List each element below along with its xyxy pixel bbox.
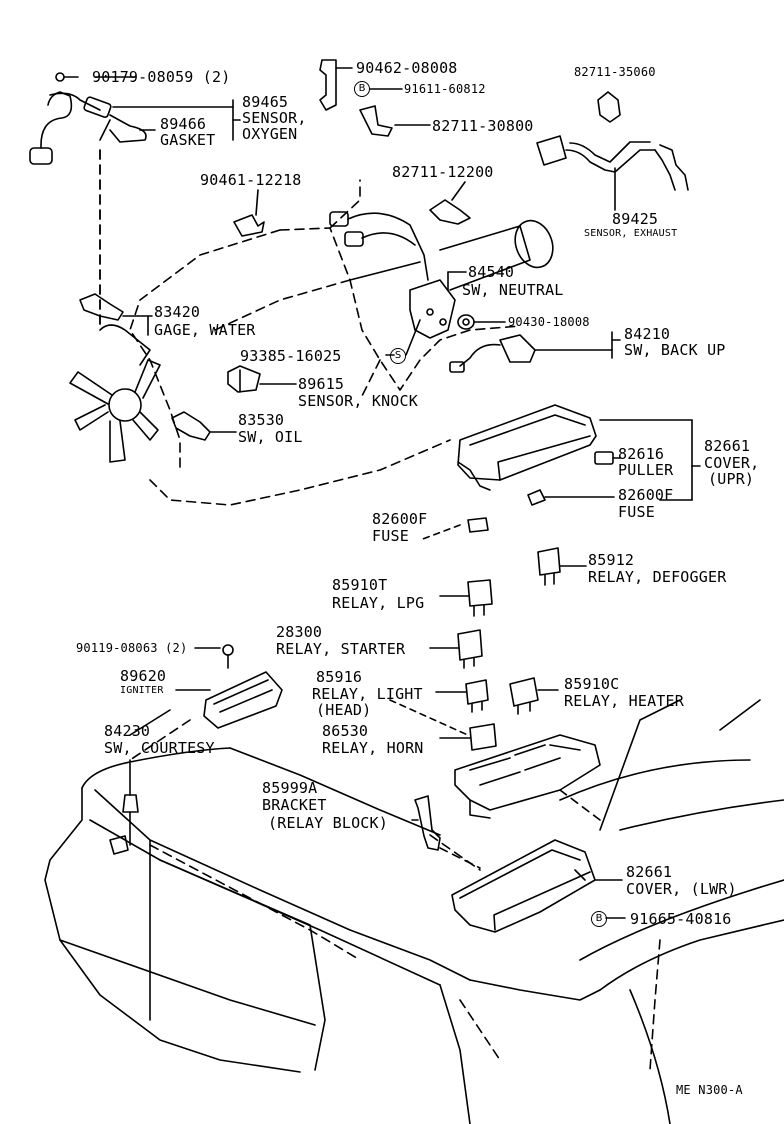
- label-90461: 90461-12218: [200, 171, 302, 189]
- label-91665: 91665-40816: [630, 910, 732, 928]
- label-82661-upr-number: 82661: [704, 437, 751, 455]
- label-89465-name2: OXYGEN: [242, 125, 298, 143]
- label-82661-lwr-name: COVER, (LWR): [626, 880, 737, 898]
- label-85916-name1: RELAY, LIGHT: [312, 685, 423, 703]
- label-89620-name: IGNITER: [120, 685, 164, 696]
- label-85916-number: 85916: [316, 668, 363, 686]
- label-84230-number: 84230: [104, 722, 151, 740]
- oxygen-sensor-drawing: [29, 72, 147, 165]
- label-89620-number: 89620: [120, 667, 167, 685]
- label-89466-number: 89466: [160, 115, 207, 133]
- label-89425-number: 89425: [612, 210, 659, 228]
- label-84230-name: SW, COURTESY: [104, 739, 215, 757]
- label-83420-number: 83420: [154, 303, 201, 321]
- diagram-code: ME N300-A: [676, 1083, 743, 1097]
- label-83420-name: GAGE, WATER: [154, 321, 256, 339]
- marker-s-93385: S: [390, 348, 406, 364]
- label-85910t-name: RELAY, LPG: [332, 594, 425, 612]
- clamp-90461: [233, 189, 265, 237]
- label-86530-number: 86530: [322, 722, 369, 740]
- marker-b-91665: B: [591, 911, 607, 927]
- oil-switch-drawing: [171, 411, 237, 441]
- label-90119: 90119-08063 (2): [76, 641, 188, 655]
- label-85910c-name: RELAY, HEATER: [564, 692, 684, 710]
- label-82661-upr-name1: COVER,: [704, 454, 760, 472]
- label-93385: 93385-16025: [240, 347, 342, 365]
- label-84540-name: SW, NEUTRAL: [462, 281, 564, 299]
- label-82600f2-name: FUSE: [372, 527, 409, 545]
- clamp-82711-30800: [359, 105, 431, 137]
- label-89425-name: SENSOR, EXHAUST: [584, 228, 678, 239]
- label-82661-upr-name2: (UPR): [708, 470, 755, 488]
- label-85999a-name2: (RELAY BLOCK): [268, 814, 388, 832]
- oxygen-sensor-leaders: [94, 76, 241, 331]
- igniter-drawing: [175, 644, 283, 729]
- backup-switch-drawing: [449, 331, 621, 373]
- assembly-leaders: [129, 719, 661, 1071]
- upper-cover-drawing: [457, 404, 701, 506]
- label-85912-number: 85912: [588, 551, 635, 569]
- label-85910t-number: 85910T: [332, 576, 388, 594]
- clamp-82711-12200: [429, 181, 471, 225]
- label-85912-name: RELAY, DEFOGGER: [588, 568, 727, 586]
- label-28300-name: RELAY, STARTER: [276, 640, 406, 658]
- water-gage-drawing: [79, 293, 153, 336]
- label-84210-name: SW, BACK UP: [624, 341, 726, 359]
- label-90430: 90430-18008: [508, 315, 590, 329]
- label-89466-name: GASKET: [160, 131, 216, 149]
- starter-relay-drawing: [429, 629, 483, 669]
- marker-b-91611: B: [354, 81, 370, 97]
- label-84540-number: 84540: [468, 263, 515, 281]
- transaxle-cylinder: [349, 219, 554, 291]
- label-89465-name1: SENSOR,: [242, 109, 307, 127]
- label-89615-number: 89615: [298, 375, 345, 393]
- heater-relay-drawing: [509, 677, 559, 715]
- label-90179: 90179-08059 (2): [92, 68, 231, 86]
- fuse-drawing: [419, 517, 489, 541]
- courtesy-switch-drawing: [109, 709, 171, 855]
- lower-cover-drawing: [451, 839, 626, 933]
- car-body-outline: [44, 699, 784, 1124]
- horn-relay-drawing: [389, 699, 497, 751]
- label-84210-number: 84210: [624, 325, 671, 343]
- label-82661-lwr-number: 82661: [626, 863, 673, 881]
- label-85999a-name1: BRACKET: [262, 796, 327, 814]
- label-82600f-name: FUSE: [618, 503, 655, 521]
- label-82616-number: 82616: [618, 445, 665, 463]
- label-82711-30800: 82711-30800: [432, 117, 534, 135]
- label-85910c-number: 85910C: [564, 675, 620, 693]
- label-83530-name: SW, OIL: [238, 428, 303, 446]
- relay-block-bracket-drawing: [411, 795, 481, 869]
- label-89615-name: SENSOR, KNOCK: [298, 392, 418, 410]
- light-relay-drawing: [435, 679, 489, 713]
- knock-sensor-drawing: [227, 365, 297, 393]
- label-91611: 91611-60812: [404, 82, 486, 96]
- relay-block-drawing: [454, 734, 601, 821]
- bracket-90462: [319, 59, 353, 111]
- cooling-fan: [69, 324, 161, 463]
- label-28300-number: 28300: [276, 623, 323, 641]
- label-82600f-number: 82600F: [618, 486, 674, 504]
- gasket-90430-drawing: [457, 314, 506, 330]
- label-83530-number: 83530: [238, 411, 285, 429]
- lpg-relay-drawing: [439, 579, 493, 617]
- label-82600f2-number: 82600F: [372, 510, 428, 528]
- label-86530-name: RELAY, HORN: [322, 739, 424, 757]
- label-85916-name2: (HEAD): [316, 701, 372, 719]
- label-90462: 90462-08008: [356, 59, 458, 77]
- exhaust-sensor-drawing: [536, 91, 689, 211]
- label-82711-35060: 82711-35060: [574, 65, 656, 79]
- defogger-relay-drawing: [537, 547, 587, 586]
- label-82711-12200: 82711-12200: [392, 163, 494, 181]
- label-82616-name: PULLER: [618, 461, 674, 479]
- label-85999a-number: 85999A: [262, 779, 318, 797]
- neutral-switch-drawing: [329, 211, 467, 339]
- label-89465-number: 89465: [242, 93, 289, 111]
